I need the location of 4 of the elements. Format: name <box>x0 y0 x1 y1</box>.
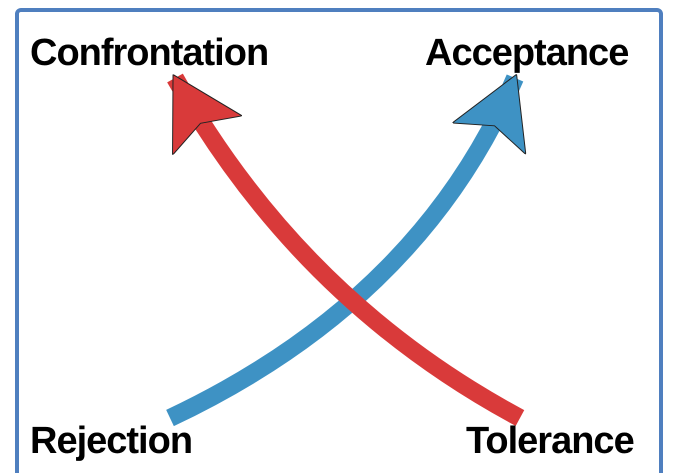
category-label: Rejection <box>30 418 192 464</box>
category-label: Tolerance <box>466 418 634 464</box>
category-label: Acceptance <box>425 30 628 76</box>
category-label: Confrontation <box>30 30 268 76</box>
